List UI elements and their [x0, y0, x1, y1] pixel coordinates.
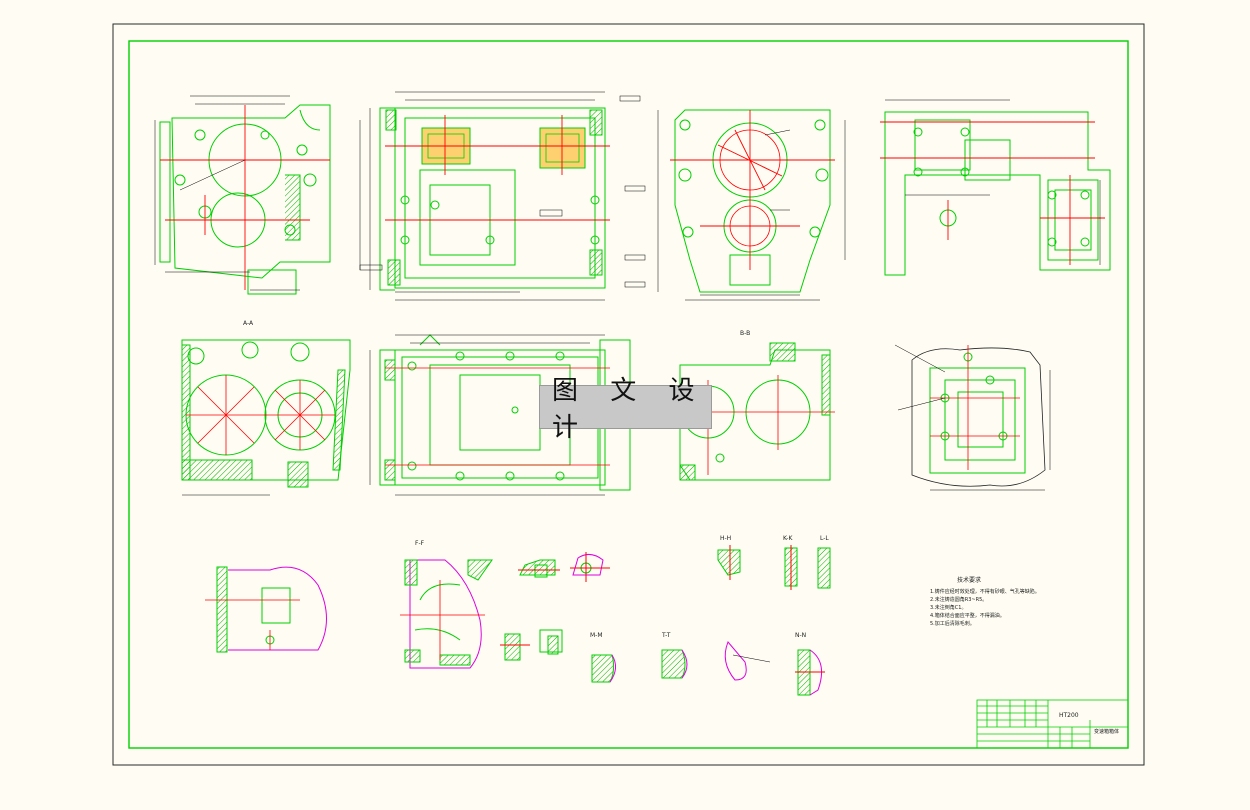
label-section-tt: T-T: [661, 632, 671, 639]
sheet-border: [112, 23, 1145, 766]
view-detail-g2: [570, 552, 610, 582]
view-section-tt: [661, 649, 688, 679]
view-detail-g1: [518, 559, 560, 578]
label-section-bb: B-B: [740, 330, 750, 337]
view-side: [657, 109, 846, 293]
view-section-ff-centerlines: [400, 580, 485, 660]
view-section-ll: [817, 547, 831, 589]
label-section-mm: M-M: [590, 632, 603, 639]
view-aux-top-right-centerlines: [880, 121, 1105, 265]
view-section-kk: [784, 545, 798, 590]
view-plan-section-centerlines: [385, 367, 610, 466]
view-detail-arc: [724, 641, 771, 681]
view-detail-bottom-left: [216, 566, 327, 653]
notes-line-4: 4.箱体结合面应平整，不得漏油。: [930, 612, 1005, 619]
view-detail-right: [911, 347, 1051, 491]
view-section-mm: [591, 654, 616, 683]
title-block-part-name: 变速箱箱体: [1094, 728, 1119, 735]
drawing-frame: [128, 40, 1129, 749]
label-section-aa: A-A: [243, 320, 254, 327]
view-detail-right-centerlines: [930, 345, 1020, 470]
view-detail-bottom-left-centerlines: [205, 599, 300, 650]
label-section-kk: K-K: [783, 535, 793, 542]
title-block-material: HT200: [1059, 712, 1079, 719]
notes-line-2: 2.未注铸造圆角R3~R5。: [930, 596, 987, 603]
view-top-centerlines: [385, 115, 610, 221]
notes-line-3: 3.未注倒角C1。: [930, 604, 966, 611]
view-section-nn: [795, 649, 825, 696]
view-top: [379, 107, 606, 291]
view-front-dimensions: [154, 95, 300, 291]
view-section-aa-centerlines: [186, 375, 335, 455]
view-top-dimensions: [359, 91, 646, 301]
view-section-hh: [717, 545, 741, 580]
notes-line-5: 5.加工后清除毛刺。: [930, 620, 975, 627]
title-block: [976, 699, 1129, 749]
notes-title: 技术要求: [957, 576, 981, 584]
view-detail-pair-small: [500, 629, 563, 661]
view-aux-top-right-dimensions: [885, 99, 1101, 265]
watermark-banner: 图 文 设 计: [539, 376, 712, 443]
view-plan-section-dimensions: [369, 334, 605, 496]
view-section-aa: [181, 339, 351, 496]
view-section-bb: [679, 342, 831, 481]
view-detail-right-leaders: [894, 344, 946, 411]
label-section-hh: H-H: [720, 535, 731, 542]
watermark-text: 图 文 设 计: [552, 376, 707, 443]
technical-notes: 技术要求 1.铸件应经时效处理，不得有砂眼、气孔等缺陷。 2.未注铸造圆角R3~…: [930, 576, 1040, 627]
label-section-ff: F-F: [415, 540, 425, 547]
label-section-nn: N-N: [795, 632, 806, 639]
view-aux-top-right: [884, 111, 1111, 276]
notes-line-1: 1.铸件应经时效处理，不得有砂眼、气孔等缺陷。: [930, 588, 1040, 595]
label-section-ll: L-L: [820, 535, 829, 542]
view-top-hatched-bosses: [421, 127, 586, 169]
view-side-dimensions: [685, 129, 820, 301]
view-side-centerlines: [670, 110, 835, 270]
view-section-ff: [404, 559, 493, 669]
